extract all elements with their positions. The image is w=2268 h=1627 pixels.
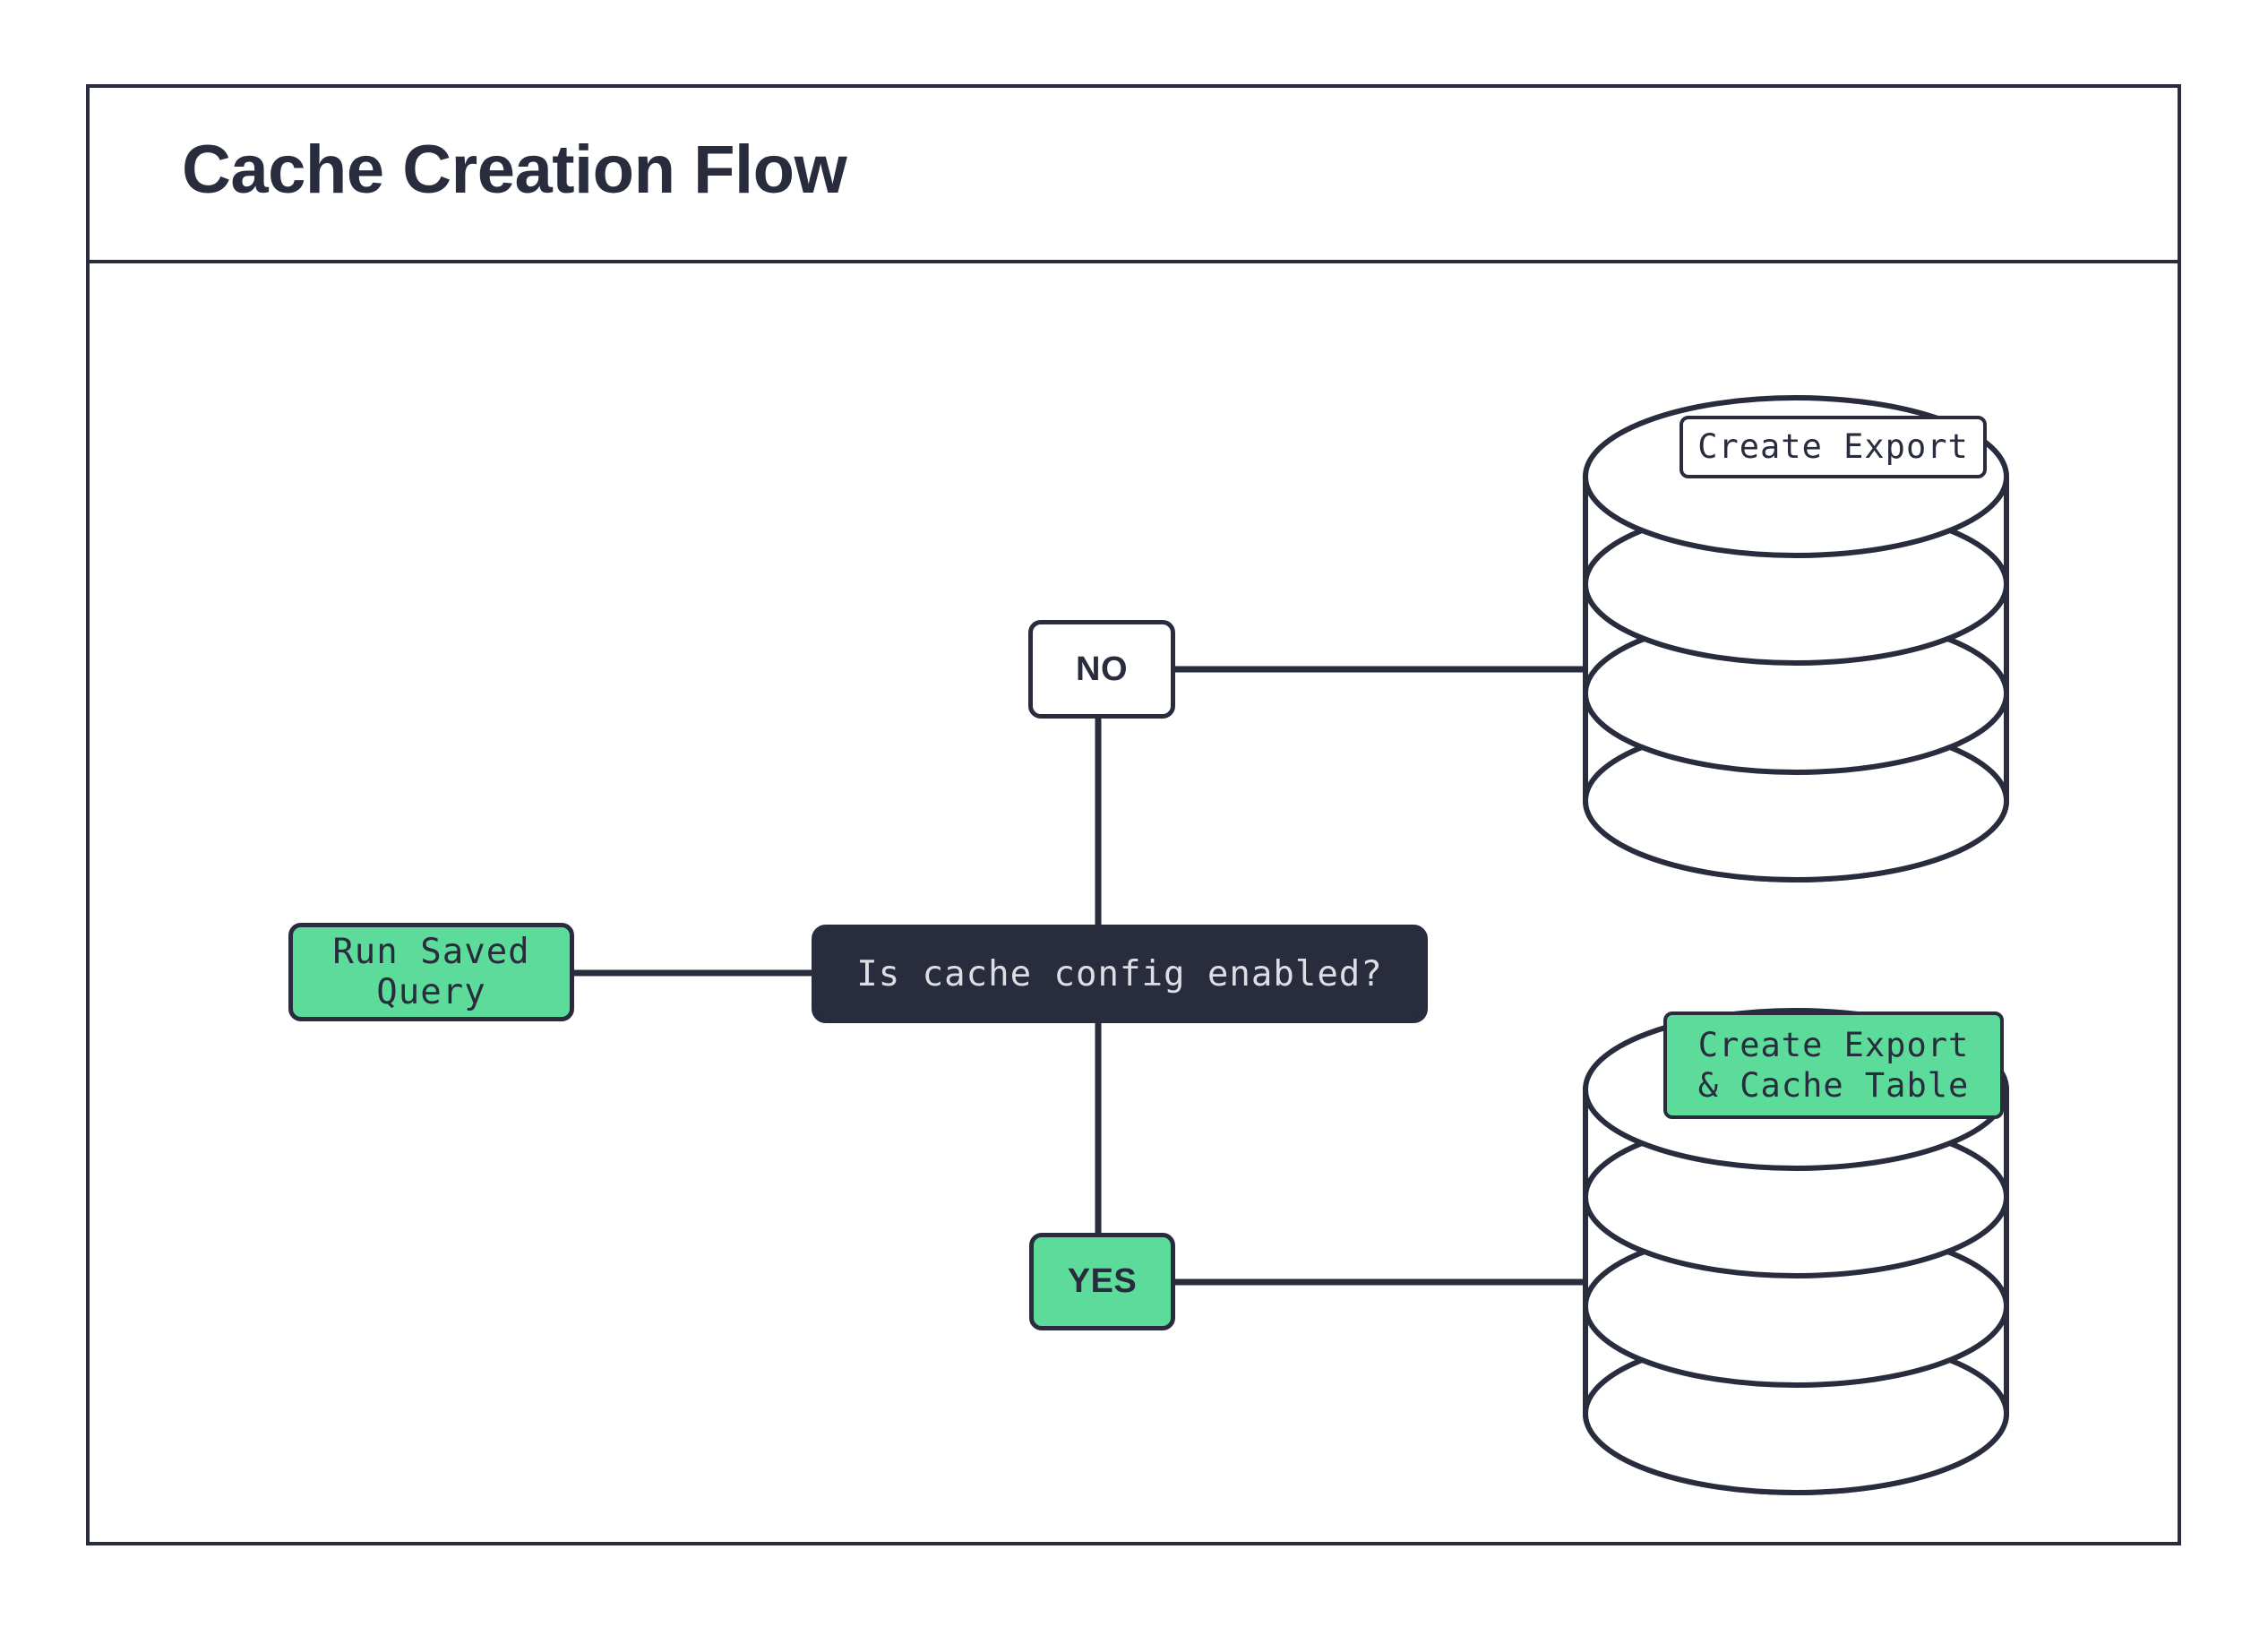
database-cylinder-bottom (1583, 1008, 2009, 1495)
diagram-frame: Cache Creation Flow (86, 84, 2181, 1545)
node-branch-no[interactable]: NO (1028, 620, 1175, 719)
db-label-line-2: & Cache Table (1697, 1066, 1970, 1105)
db-label-line-1: Create Export (1697, 1025, 1970, 1064)
node-run-saved-query[interactable]: Run Saved Query (288, 923, 574, 1021)
diagram-canvas: Run Saved Query Is cache config enabled?… (90, 263, 2178, 1542)
node-branch-yes[interactable]: YES (1029, 1233, 1175, 1330)
db-label-create-export[interactable]: Create Export (1680, 416, 1987, 478)
node-decision-is-cache-config-enabled[interactable]: Is cache config enabled? (812, 925, 1428, 1023)
page-title: Cache Creation Flow (182, 132, 847, 208)
diagram-title-bar: Cache Creation Flow (90, 88, 2178, 263)
db-label-create-export-and-cache-table[interactable]: Create Export & Cache Table (1663, 1011, 2004, 1119)
